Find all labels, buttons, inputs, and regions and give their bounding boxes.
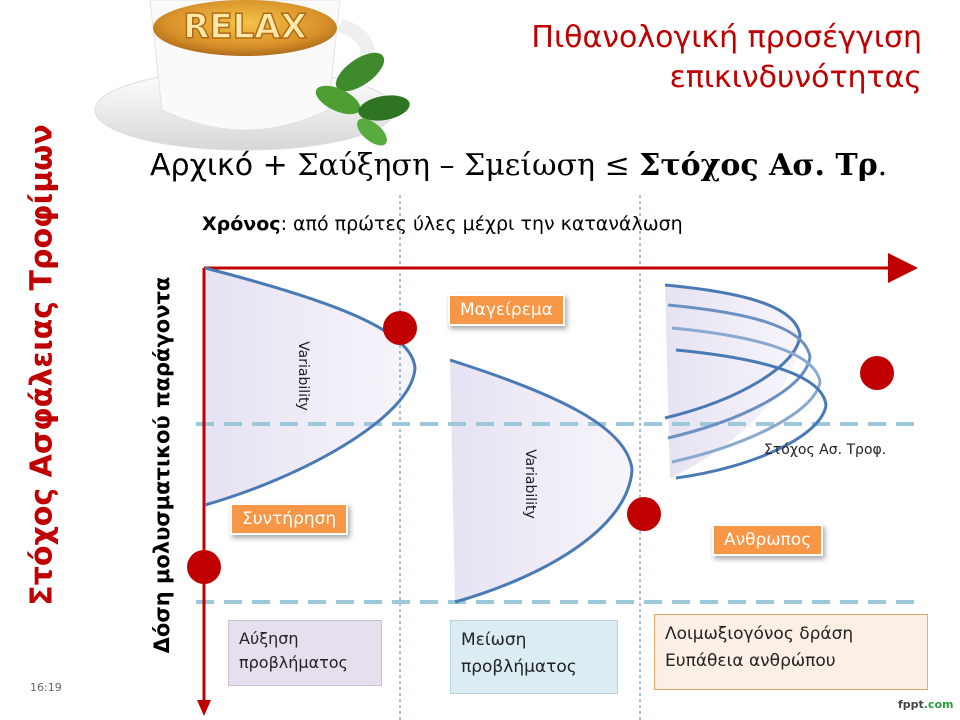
formula-leq: ≤	[604, 148, 630, 183]
dose-point-initial	[187, 550, 221, 584]
distribution-curve-1	[204, 266, 417, 507]
formula-minus: –	[439, 148, 455, 183]
info-box-increase-line2: προβλήματος	[239, 653, 348, 672]
tag-human: Ανθρωπος	[712, 524, 824, 556]
stacked-curves	[664, 283, 828, 480]
formula-target: Στόχος Ασ. Τρ	[639, 148, 878, 183]
info-box-host: Λοιμωξιογόνος δράση Ευπάθεια ανθρώπου	[654, 614, 928, 690]
y-axis-label: Δόση μολυσματικού παράγοντα	[140, 230, 184, 700]
brand-name: fppt	[898, 698, 924, 711]
side-title-text: Στόχος Ασφάλειας Τροφίμων	[24, 124, 60, 606]
info-box-decrease: Μείωση προβλήματος	[450, 620, 618, 694]
target-label: Στόχος Ασ. Τροφ.	[764, 442, 887, 458]
info-box-host-line1: Λοιμωξιογόνος δράση	[665, 624, 854, 644]
variability-region-2	[450, 360, 632, 602]
slide-title-line2: επικινδυνότητας	[669, 60, 922, 95]
time-axis-label-bold: Χρόνος	[202, 213, 281, 235]
time-axis-label-rest: : από πρώτες ύλες μέχρι την κατανάλωση	[280, 213, 683, 235]
dose-point-3	[860, 356, 894, 390]
info-box-decrease-line2: προβλήματος	[461, 657, 577, 677]
brand-domain: .com	[923, 698, 954, 711]
relax-badge-text: RELAX	[183, 7, 307, 47]
formula-decrease: Σμείωση	[464, 148, 596, 183]
dose-point-1	[383, 311, 417, 345]
side-title: Στόχος Ασφάλειας Τροφίμων	[12, 40, 72, 690]
info-box-decrease-line1: Μείωση	[461, 630, 527, 650]
y-axis-label-text: Δόση μολυσματικού παράγοντα	[150, 276, 174, 654]
mint-leaves-icon	[315, 52, 410, 146]
info-box-host-line2: Ευπάθεια ανθρώπου	[665, 651, 836, 671]
info-box-increase: Αύξηση προβλήματος	[228, 620, 382, 686]
variability-label-1: Variability	[294, 341, 311, 411]
risk-formula: Αρχικό + Σαύξηση – Σμείωση ≤ Στόχος Ασ. …	[150, 148, 887, 183]
slide-title-line1: Πιθανολογική προσέγγιση	[531, 20, 922, 55]
variability-region-1	[205, 268, 415, 505]
formula-plus: +	[262, 148, 288, 183]
timestamp: 16:19	[30, 681, 62, 694]
formula-initial: Αρχικό	[150, 148, 254, 183]
info-box-increase-line1: Αύξηση	[239, 629, 299, 648]
dose-point-2	[627, 497, 661, 531]
formula-period: .	[877, 148, 888, 183]
tag-storage: Συντήρηση	[230, 503, 349, 535]
distribution-curve-2	[449, 358, 634, 604]
slide-title: Πιθανολογική προσέγγιση επικινδυνότητας	[382, 18, 922, 98]
tag-cooking: Μαγείρεμα	[448, 294, 565, 326]
brand-logo: fppt.com	[898, 698, 954, 711]
variability-label-2: Variability	[521, 449, 538, 519]
time-axis-label: Χρόνος: από πρώτες ύλες μέχρι την κατανά…	[202, 213, 683, 235]
formula-increase: Σαύξηση	[297, 148, 430, 183]
dose-axis-arrowhead	[197, 700, 211, 716]
